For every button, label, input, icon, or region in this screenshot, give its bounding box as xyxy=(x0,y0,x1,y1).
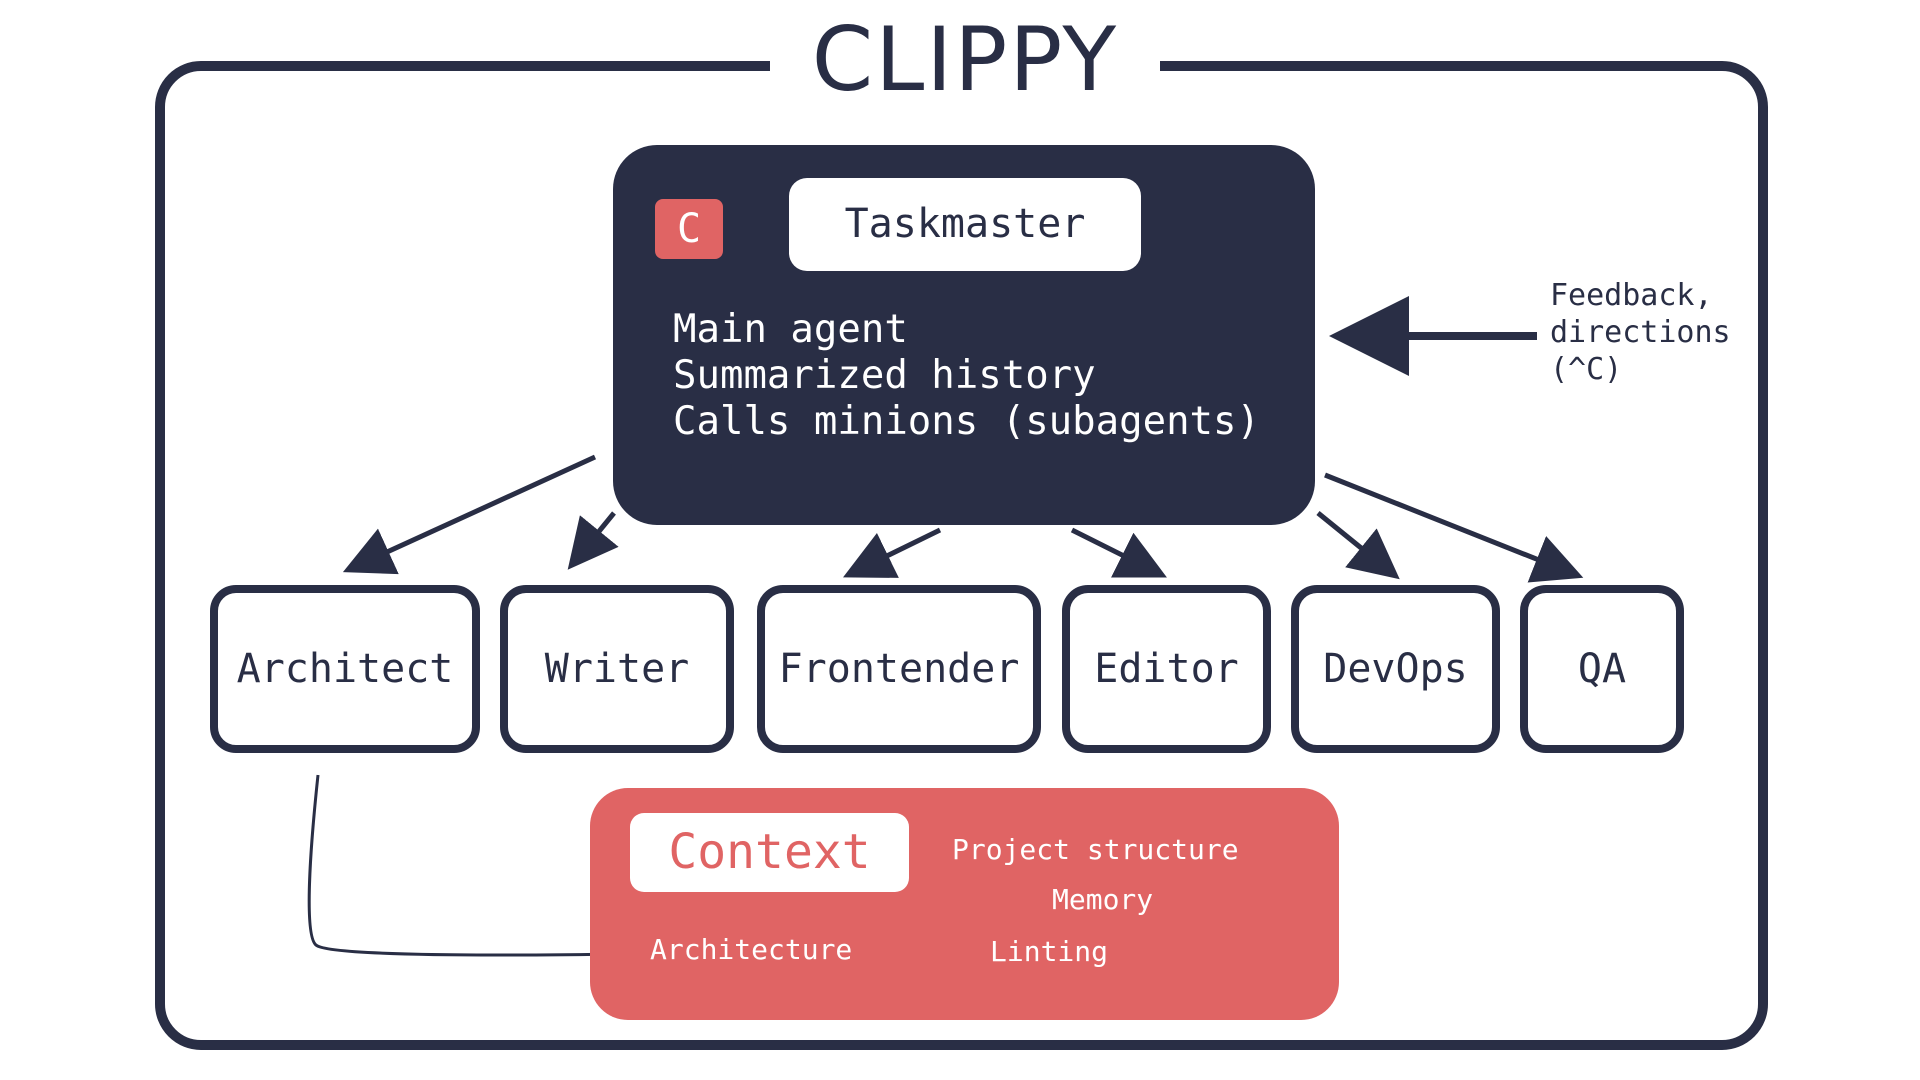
arrow-to-qa xyxy=(1324,472,1584,583)
taskmaster-description: Main agent Summarized history Calls mini… xyxy=(673,307,1260,445)
feedback-label: Feedback, directions (^C) xyxy=(1550,277,1731,388)
taskmaster-line: Calls minions (subagents) xyxy=(673,399,1260,444)
taskmaster-label: Taskmaster xyxy=(789,178,1141,271)
agent-frontender: Frontender xyxy=(757,585,1041,753)
context-item-project-structure: Project structure xyxy=(952,833,1239,866)
agent-devops: DevOps xyxy=(1291,585,1500,753)
arrow-to-writer xyxy=(567,511,619,570)
arrow-to-frontender xyxy=(843,527,942,578)
context-item-linting: Linting xyxy=(990,935,1109,968)
arrow-to-editor xyxy=(1070,527,1167,578)
agent-qa: QA xyxy=(1520,585,1684,753)
feedback-line: directions xyxy=(1550,315,1731,350)
feedback-line: Feedback, xyxy=(1550,278,1713,313)
feedback-line: (^C) xyxy=(1550,352,1623,387)
c-badge-icon: C xyxy=(655,199,723,259)
agent-architect: Architect xyxy=(210,585,480,753)
arrow-to-architect xyxy=(342,454,597,575)
agent-editor: Editor xyxy=(1062,585,1271,753)
context-label: Context xyxy=(630,813,909,892)
taskmaster-line: Main agent xyxy=(673,307,908,352)
arrow-to-devops xyxy=(1316,511,1400,580)
context-item-architecture: Architecture xyxy=(650,933,853,966)
agent-writer: Writer xyxy=(500,585,734,753)
context-item-memory: Memory xyxy=(1052,883,1154,916)
architect-to-architecture-arrow xyxy=(307,774,634,973)
taskmaster-line: Summarized history xyxy=(673,353,1096,398)
diagram-title: CLIPPY xyxy=(770,8,1160,112)
